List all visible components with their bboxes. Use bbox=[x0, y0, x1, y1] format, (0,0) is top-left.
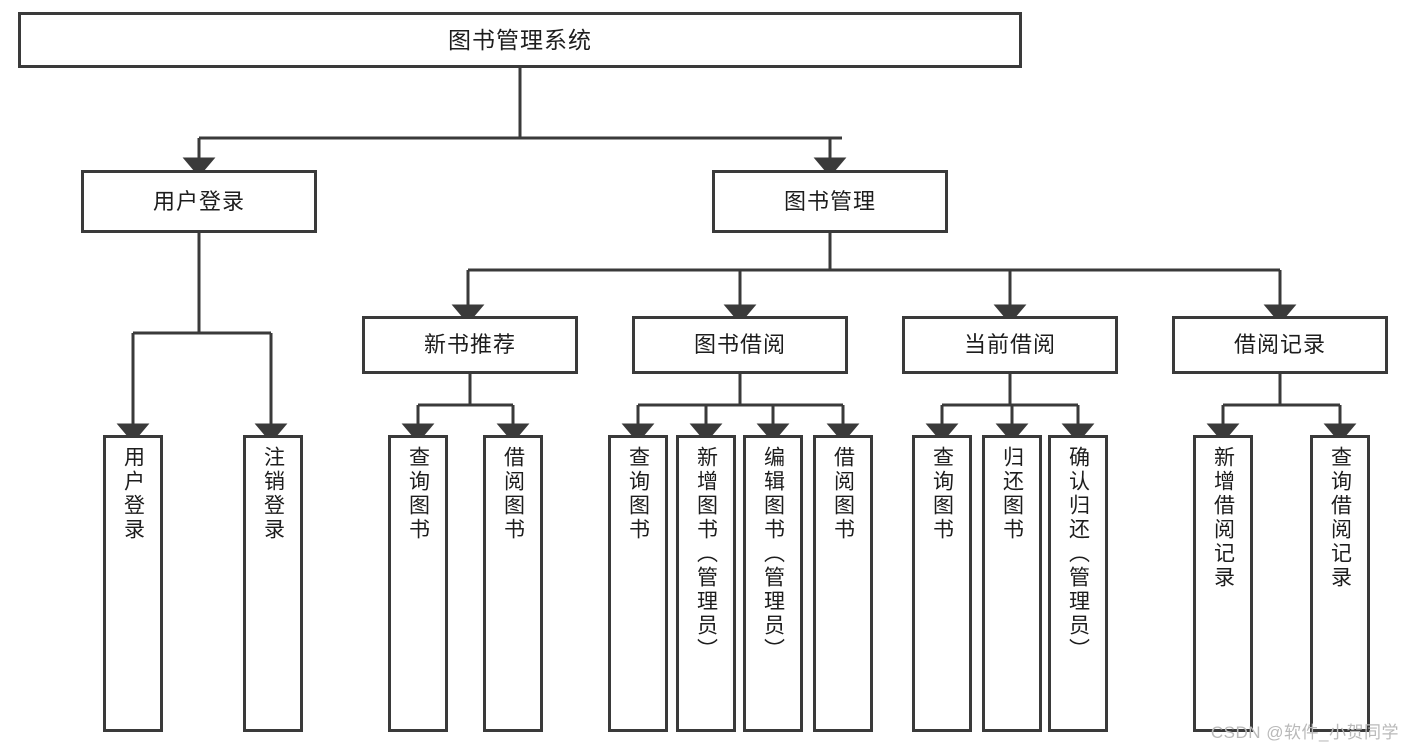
node-leaf-return-book[interactable]: 归还图书 bbox=[982, 435, 1042, 732]
node-leaf-query-book-1-label: 查询图书 bbox=[406, 446, 430, 542]
watermark-text: CSDN @软件_小贺同学 bbox=[1210, 723, 1399, 742]
node-leaf-confirm-return[interactable]: 确认归还（管理员） bbox=[1048, 435, 1108, 732]
node-leaf-query-book-2-label: 查询图书 bbox=[626, 446, 650, 542]
node-new-book-rec[interactable]: 新书推荐 bbox=[362, 316, 578, 374]
node-current-borrow-label: 当前借阅 bbox=[963, 332, 1056, 358]
node-leaf-query-book-3-label: 查询图书 bbox=[930, 446, 954, 542]
node-leaf-query-record[interactable]: 查询借阅记录 bbox=[1310, 435, 1370, 732]
node-leaf-query-book-2[interactable]: 查询图书 bbox=[608, 435, 668, 732]
node-leaf-borrow-book-2-label: 借阅图书 bbox=[831, 446, 855, 542]
node-leaf-edit-book[interactable]: 编辑图书（管理员） bbox=[743, 435, 803, 732]
node-leaf-borrow-book-1[interactable]: 借阅图书 bbox=[483, 435, 543, 732]
node-leaf-add-book-label: 新增图书（管理员） bbox=[694, 446, 718, 662]
node-leaf-user-logout[interactable]: 注销登录 bbox=[243, 435, 303, 732]
node-leaf-user-logout-label: 注销登录 bbox=[261, 446, 285, 542]
node-leaf-user-login-label: 用户登录 bbox=[121, 446, 145, 542]
node-root-label: 图书管理系统 bbox=[448, 26, 592, 53]
node-new-book-rec-label: 新书推荐 bbox=[423, 332, 516, 358]
node-current-borrow[interactable]: 当前借阅 bbox=[902, 316, 1118, 374]
node-leaf-query-book-1[interactable]: 查询图书 bbox=[388, 435, 448, 732]
node-leaf-borrow-book-1-label: 借阅图书 bbox=[501, 446, 525, 542]
node-borrow-record[interactable]: 借阅记录 bbox=[1172, 316, 1388, 374]
node-leaf-borrow-book-2[interactable]: 借阅图书 bbox=[813, 435, 873, 732]
node-leaf-edit-book-label: 编辑图书（管理员） bbox=[761, 446, 785, 662]
node-leaf-add-book[interactable]: 新增图书（管理员） bbox=[676, 435, 736, 732]
node-book-manage[interactable]: 图书管理 bbox=[712, 170, 948, 233]
node-leaf-query-record-label: 查询借阅记录 bbox=[1328, 446, 1352, 590]
node-root[interactable]: 图书管理系统 bbox=[18, 12, 1022, 68]
node-leaf-query-book-3[interactable]: 查询图书 bbox=[912, 435, 972, 732]
node-book-borrow-label: 图书借阅 bbox=[693, 332, 786, 358]
node-user-login-label: 用户登录 bbox=[152, 188, 245, 214]
node-user-login[interactable]: 用户登录 bbox=[81, 170, 317, 233]
node-leaf-confirm-return-label: 确认归还（管理员） bbox=[1066, 446, 1090, 662]
node-book-borrow[interactable]: 图书借阅 bbox=[632, 316, 848, 374]
node-leaf-user-login[interactable]: 用户登录 bbox=[103, 435, 163, 732]
node-book-manage-label: 图书管理 bbox=[783, 188, 876, 214]
node-borrow-record-label: 借阅记录 bbox=[1233, 332, 1326, 358]
node-leaf-add-record[interactable]: 新增借阅记录 bbox=[1193, 435, 1253, 732]
node-leaf-return-book-label: 归还图书 bbox=[1000, 446, 1024, 542]
node-leaf-add-record-label: 新增借阅记录 bbox=[1211, 446, 1235, 590]
